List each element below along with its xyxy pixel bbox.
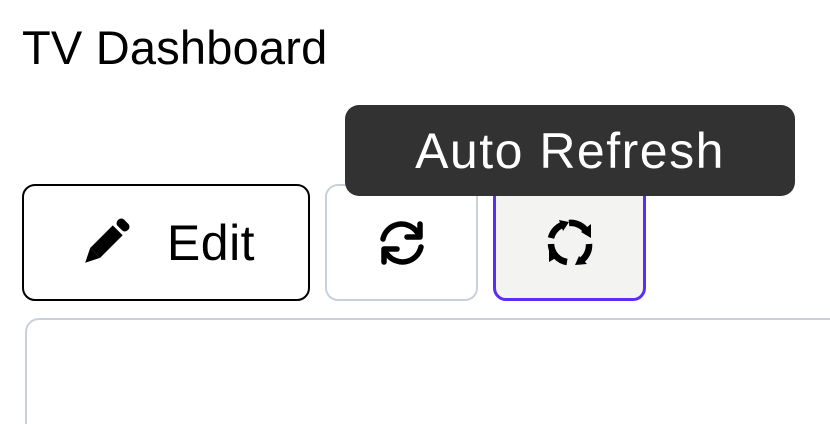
auto-refresh-icon [545,218,595,268]
pencil-icon [77,215,133,271]
dashboard-panel [25,318,830,424]
edit-button[interactable]: Edit [22,184,310,301]
auto-refresh-tooltip: Auto Refresh [345,105,795,196]
tooltip-text: Auto Refresh [415,122,725,179]
auto-refresh-button[interactable] [493,184,646,301]
page-title: TV Dashboard [22,21,328,74]
edit-label: Edit [166,214,256,271]
refresh-button[interactable] [325,184,478,301]
refresh-icon [376,217,428,269]
